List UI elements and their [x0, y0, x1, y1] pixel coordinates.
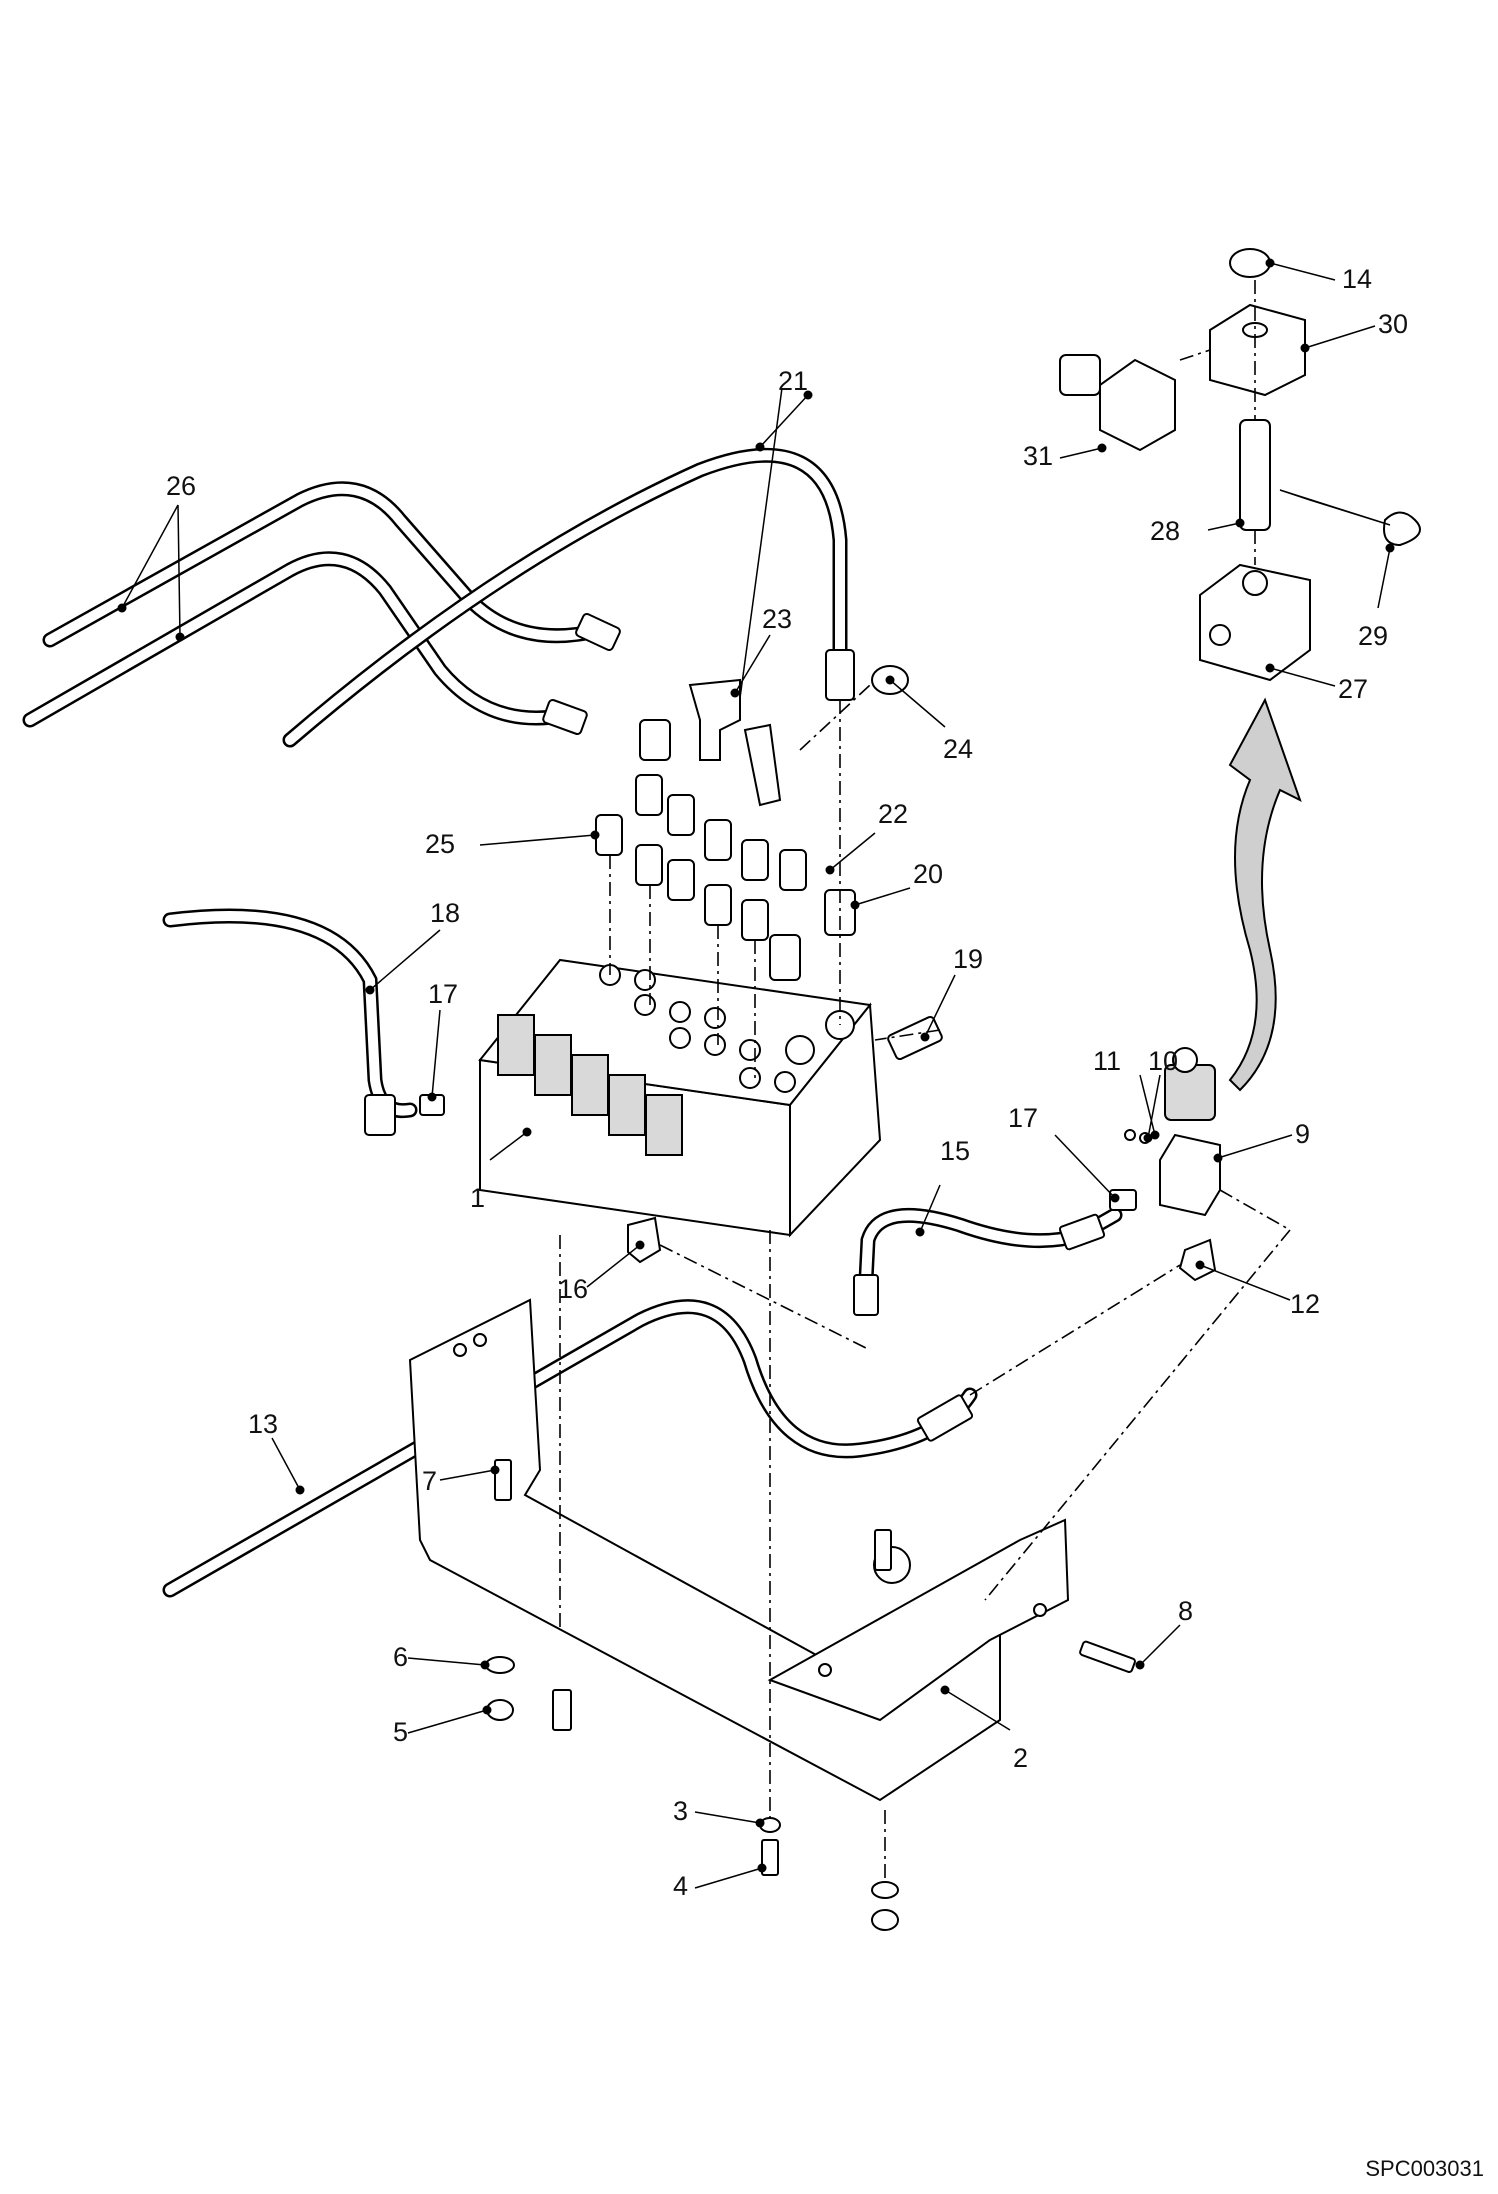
- callout-29: 29: [1358, 621, 1388, 651]
- callout-18: 18: [430, 898, 460, 928]
- seal-kit-29: [1383, 511, 1421, 547]
- connector-31: [1099, 358, 1176, 452]
- callout-12: 12: [1290, 1289, 1320, 1319]
- callout-15: 15: [940, 1136, 970, 1166]
- callout-10: 10: [1148, 1046, 1178, 1076]
- coil-30: [1209, 303, 1306, 397]
- valve-block: [478, 958, 882, 1238]
- callout-16: 16: [558, 1274, 588, 1304]
- callout-31: 31: [1023, 441, 1053, 471]
- callout-26: 26: [166, 471, 196, 501]
- elbow-12: [1178, 1238, 1217, 1282]
- cap-14: [1229, 248, 1271, 278]
- callout-23: 23: [762, 604, 792, 634]
- callout-11: 11: [1093, 1046, 1121, 1076]
- callout-9: 9: [1295, 1119, 1310, 1149]
- hose-end-fitting: [916, 1394, 974, 1442]
- hose-end-fitting: [364, 1094, 396, 1136]
- hose-end-fitting: [1058, 1213, 1106, 1251]
- callout-30: 30: [1378, 309, 1408, 339]
- hoses: [22, 447, 1123, 1598]
- bolt-8: [1079, 1640, 1136, 1673]
- leader-lines: [121, 262, 1391, 1889]
- callout-3: 3: [673, 1796, 688, 1826]
- callout-19: 19: [953, 944, 983, 974]
- small-fittings: [419, 1094, 1217, 1282]
- callout-28: 28: [1150, 516, 1180, 546]
- callout-14: 14: [1342, 264, 1372, 294]
- elbow-16: [627, 1216, 662, 1264]
- callout-24: 24: [943, 734, 973, 764]
- tee-fitting-23: [688, 678, 741, 761]
- hose-fittings: [364, 612, 1106, 1442]
- valve-stack-upper-right: [1059, 248, 1421, 682]
- elbow-fitting: [743, 723, 782, 807]
- drawing-code: SPC003031: [1365, 2156, 1484, 2181]
- alignment-lines: [559, 280, 1291, 1880]
- mounting-bracket-2: [408, 1298, 1070, 1802]
- callout-22: 22: [878, 799, 908, 829]
- washer: [871, 1881, 899, 1899]
- cartridge-28: [1239, 419, 1271, 531]
- callout-4: 4: [673, 1871, 688, 1901]
- callout-27: 27: [1338, 674, 1368, 704]
- washer-6: [485, 1656, 515, 1674]
- hose-end-fitting: [853, 1274, 879, 1316]
- callout-labels: 1 2 3 4 5 6 7 8 9 10 11 12 13 14 15 16 1…: [166, 264, 1408, 1901]
- hose-end-fitting: [825, 649, 855, 701]
- nut: [871, 1909, 899, 1931]
- hose-end-fitting: [542, 699, 588, 735]
- callout-17-right: 17: [1008, 1103, 1038, 1133]
- callout-2: 2: [1013, 1743, 1028, 1773]
- bolt: [874, 1529, 892, 1571]
- callout-8: 8: [1178, 1596, 1193, 1626]
- detail-arrow: [1228, 697, 1302, 1092]
- callout-5: 5: [393, 1717, 408, 1747]
- callout-13: 13: [248, 1409, 278, 1439]
- callout-21: 21: [778, 366, 808, 396]
- callout-6: 6: [393, 1642, 408, 1672]
- fitting-19: [887, 1015, 943, 1061]
- callout-20: 20: [913, 859, 943, 889]
- solenoid-coils: [497, 1014, 683, 1156]
- callout-17-left: 17: [428, 979, 458, 1009]
- port-fittings: [595, 678, 943, 1061]
- leader-dots: [117, 258, 1395, 1873]
- hose-end-fitting: [575, 612, 621, 652]
- callout-25: 25: [425, 829, 455, 859]
- callout-1: 1: [470, 1183, 485, 1213]
- bolt: [552, 1689, 572, 1731]
- valve-body-27: [1199, 563, 1311, 682]
- callout-7: 7: [422, 1466, 437, 1496]
- bolt-7: [494, 1459, 512, 1501]
- solenoid-valve-9: [1124, 1047, 1221, 1217]
